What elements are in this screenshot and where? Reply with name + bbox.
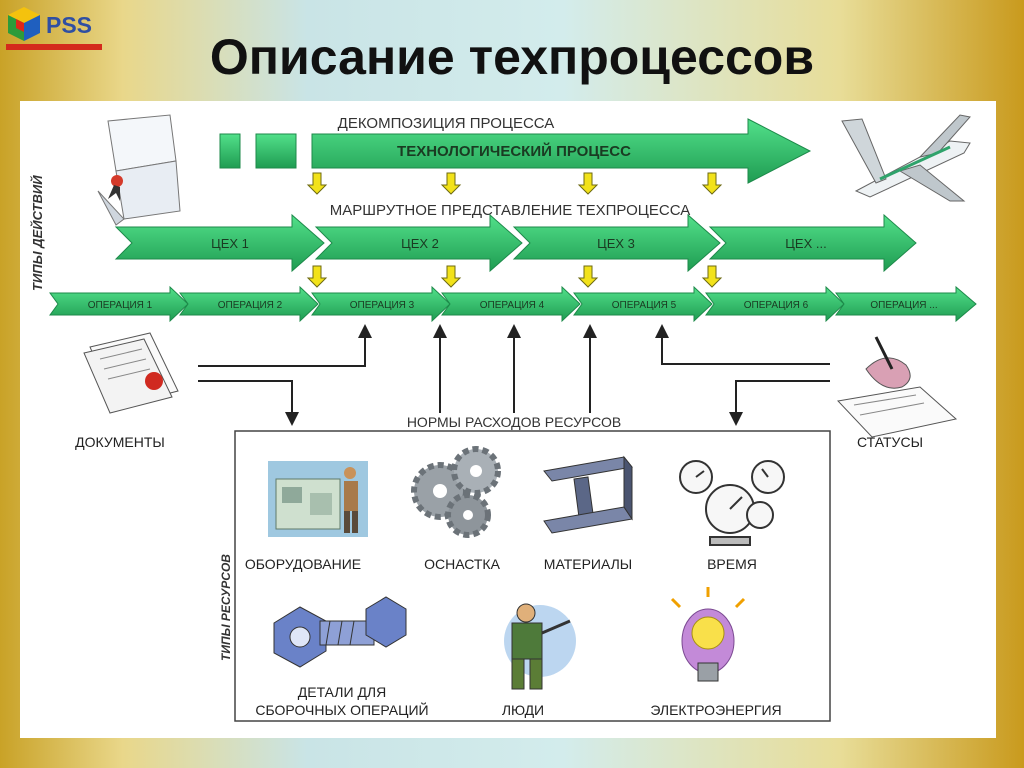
operation-arrow-2 bbox=[179, 285, 319, 323]
resource-tooling-label: ОСНАСТКА bbox=[424, 556, 500, 572]
yellow-down-arrows-mid bbox=[306, 265, 723, 288]
bolt-nut-icon bbox=[273, 596, 407, 668]
logo-underline bbox=[6, 44, 102, 50]
workshop-arrow-2 bbox=[314, 213, 523, 273]
equipment-icon bbox=[268, 461, 368, 537]
workshop-arrow-1 bbox=[114, 213, 325, 273]
resource-parts-label-2: СБОРОЧНЫХ ОПЕРАЦИЙ bbox=[255, 701, 428, 718]
doc-to-resources-line bbox=[198, 380, 299, 426]
resource-types-label: ТИПЫ РЕСУРСОВ bbox=[219, 554, 233, 661]
page-title: Описание техпроцессов bbox=[209, 29, 815, 85]
i-beam-icon bbox=[543, 455, 633, 534]
resource-materials-label: МАТЕРИАЛЫ bbox=[544, 556, 632, 572]
decomposition-block-1 bbox=[219, 133, 241, 169]
light-bulb-icon bbox=[670, 587, 746, 682]
workshop-row: ЦЕХ 1 ЦЕХ 2 ЦЕХ 3 ЦЕХ ... bbox=[114, 213, 917, 273]
worker-icon bbox=[504, 603, 576, 690]
logo-text: PSS bbox=[46, 12, 93, 38]
workshop-label-1: ЦЕХ 1 bbox=[211, 236, 249, 251]
gears-icon bbox=[411, 446, 501, 538]
workshop-arrow-4 bbox=[708, 213, 917, 273]
workshop-label-4: ЦЕХ ... bbox=[785, 236, 826, 251]
process-diagram: ДЕКОМПОЗИЦИЯ ПРОЦЕССА ТЕХНОЛОГИЧЕСКИЙ ПР… bbox=[29, 114, 977, 722]
doc-to-op3-line bbox=[198, 324, 372, 367]
diagram-panel: ДЕКОМПОЗИЦИЯ ПРОЦЕССА ТЕХНОЛОГИЧЕСКИЙ ПР… bbox=[20, 101, 996, 738]
decomposition-label: ДЕКОМПОЗИЦИЯ ПРОЦЕССА bbox=[338, 115, 555, 132]
pss-logo: PSS bbox=[4, 4, 102, 50]
status-to-op5-line bbox=[655, 324, 830, 365]
statuses-label: СТАТУСЫ bbox=[857, 434, 923, 450]
connector-lines bbox=[198, 324, 830, 426]
tech-process-label: ТЕХНОЛОГИЧЕСКИЙ ПРОЦЕСС bbox=[397, 142, 631, 160]
resource-people-label: ЛЮДИ bbox=[502, 702, 544, 718]
resource-parts-label-1: ДЕТАЛИ ДЛЯ bbox=[298, 684, 386, 700]
operation-label-1: ОПЕРАЦИЯ 1 bbox=[88, 300, 153, 311]
resource-electricity-label: ЭЛЕКТРОЭНЕРГИЯ bbox=[650, 702, 781, 718]
route-label: МАРШРУТНОЕ ПРЕДСТАВЛЕНИЕ ТЕХПРОЦЕССА bbox=[330, 202, 690, 219]
operation-label-7: ОПЕРАЦИЯ ... bbox=[870, 300, 937, 311]
resource-time-label: ВРЕМЯ bbox=[707, 556, 757, 572]
status-to-resources-line bbox=[729, 380, 830, 426]
signing-hand-icon bbox=[836, 336, 958, 438]
down-arrow-icon bbox=[440, 265, 462, 288]
logo-cube-icon bbox=[8, 7, 40, 41]
airplane-icon bbox=[841, 114, 971, 202]
yellow-down-arrows-top bbox=[306, 172, 723, 195]
resource-norms-label: НОРМЫ РАСХОДОВ РЕСУРСОВ bbox=[407, 414, 621, 430]
gauges-time-icon bbox=[679, 460, 785, 546]
operation-label-5: ОПЕРАЦИЯ 5 bbox=[612, 300, 677, 311]
down-arrow-icon bbox=[306, 172, 328, 195]
operation-label-2: ОПЕРАЦИЯ 2 bbox=[218, 300, 283, 311]
down-arrow-icon bbox=[701, 265, 723, 288]
down-arrow-icon bbox=[701, 172, 723, 195]
workshop-label-2: ЦЕХ 2 bbox=[401, 236, 439, 251]
resource-equipment-label: ОБОРУДОВАНИЕ bbox=[245, 556, 361, 572]
document-seal-icon bbox=[83, 332, 179, 414]
workshop-arrow-3 bbox=[512, 213, 721, 273]
down-arrow-icon bbox=[440, 172, 462, 195]
operations-row: ОПЕРАЦИЯ 1 ОПЕРАЦИЯ 2 ОПЕРАЦИЯ 3 ОПЕРАЦИ… bbox=[49, 285, 977, 323]
operation-label-3: ОПЕРАЦИЯ 3 bbox=[350, 300, 415, 311]
operation-arrow-4 bbox=[441, 285, 581, 323]
folded-documents-icon bbox=[97, 114, 181, 226]
operation-arrow-1 bbox=[49, 285, 189, 323]
down-arrow-icon bbox=[577, 172, 599, 195]
operation-arrow-6 bbox=[705, 285, 845, 323]
resources-box bbox=[234, 430, 831, 722]
workshop-label-3: ЦЕХ 3 bbox=[597, 236, 635, 251]
tech-process-arrow bbox=[311, 118, 812, 184]
operation-label-4: ОПЕРАЦИЯ 4 bbox=[480, 300, 545, 311]
documents-label: ДОКУМЕНТЫ bbox=[75, 434, 165, 450]
action-types-label: ТИПЫ ДЕЙСТВИЙ bbox=[29, 175, 45, 291]
operation-label-6: ОПЕРАЦИЯ 6 bbox=[744, 300, 809, 311]
down-arrow-icon bbox=[306, 265, 328, 288]
decomposition-block-2 bbox=[255, 133, 297, 169]
down-arrow-icon bbox=[577, 265, 599, 288]
operation-arrow-3 bbox=[311, 285, 451, 323]
operation-arrow-5 bbox=[573, 285, 713, 323]
operation-arrow-7 bbox=[835, 285, 977, 323]
